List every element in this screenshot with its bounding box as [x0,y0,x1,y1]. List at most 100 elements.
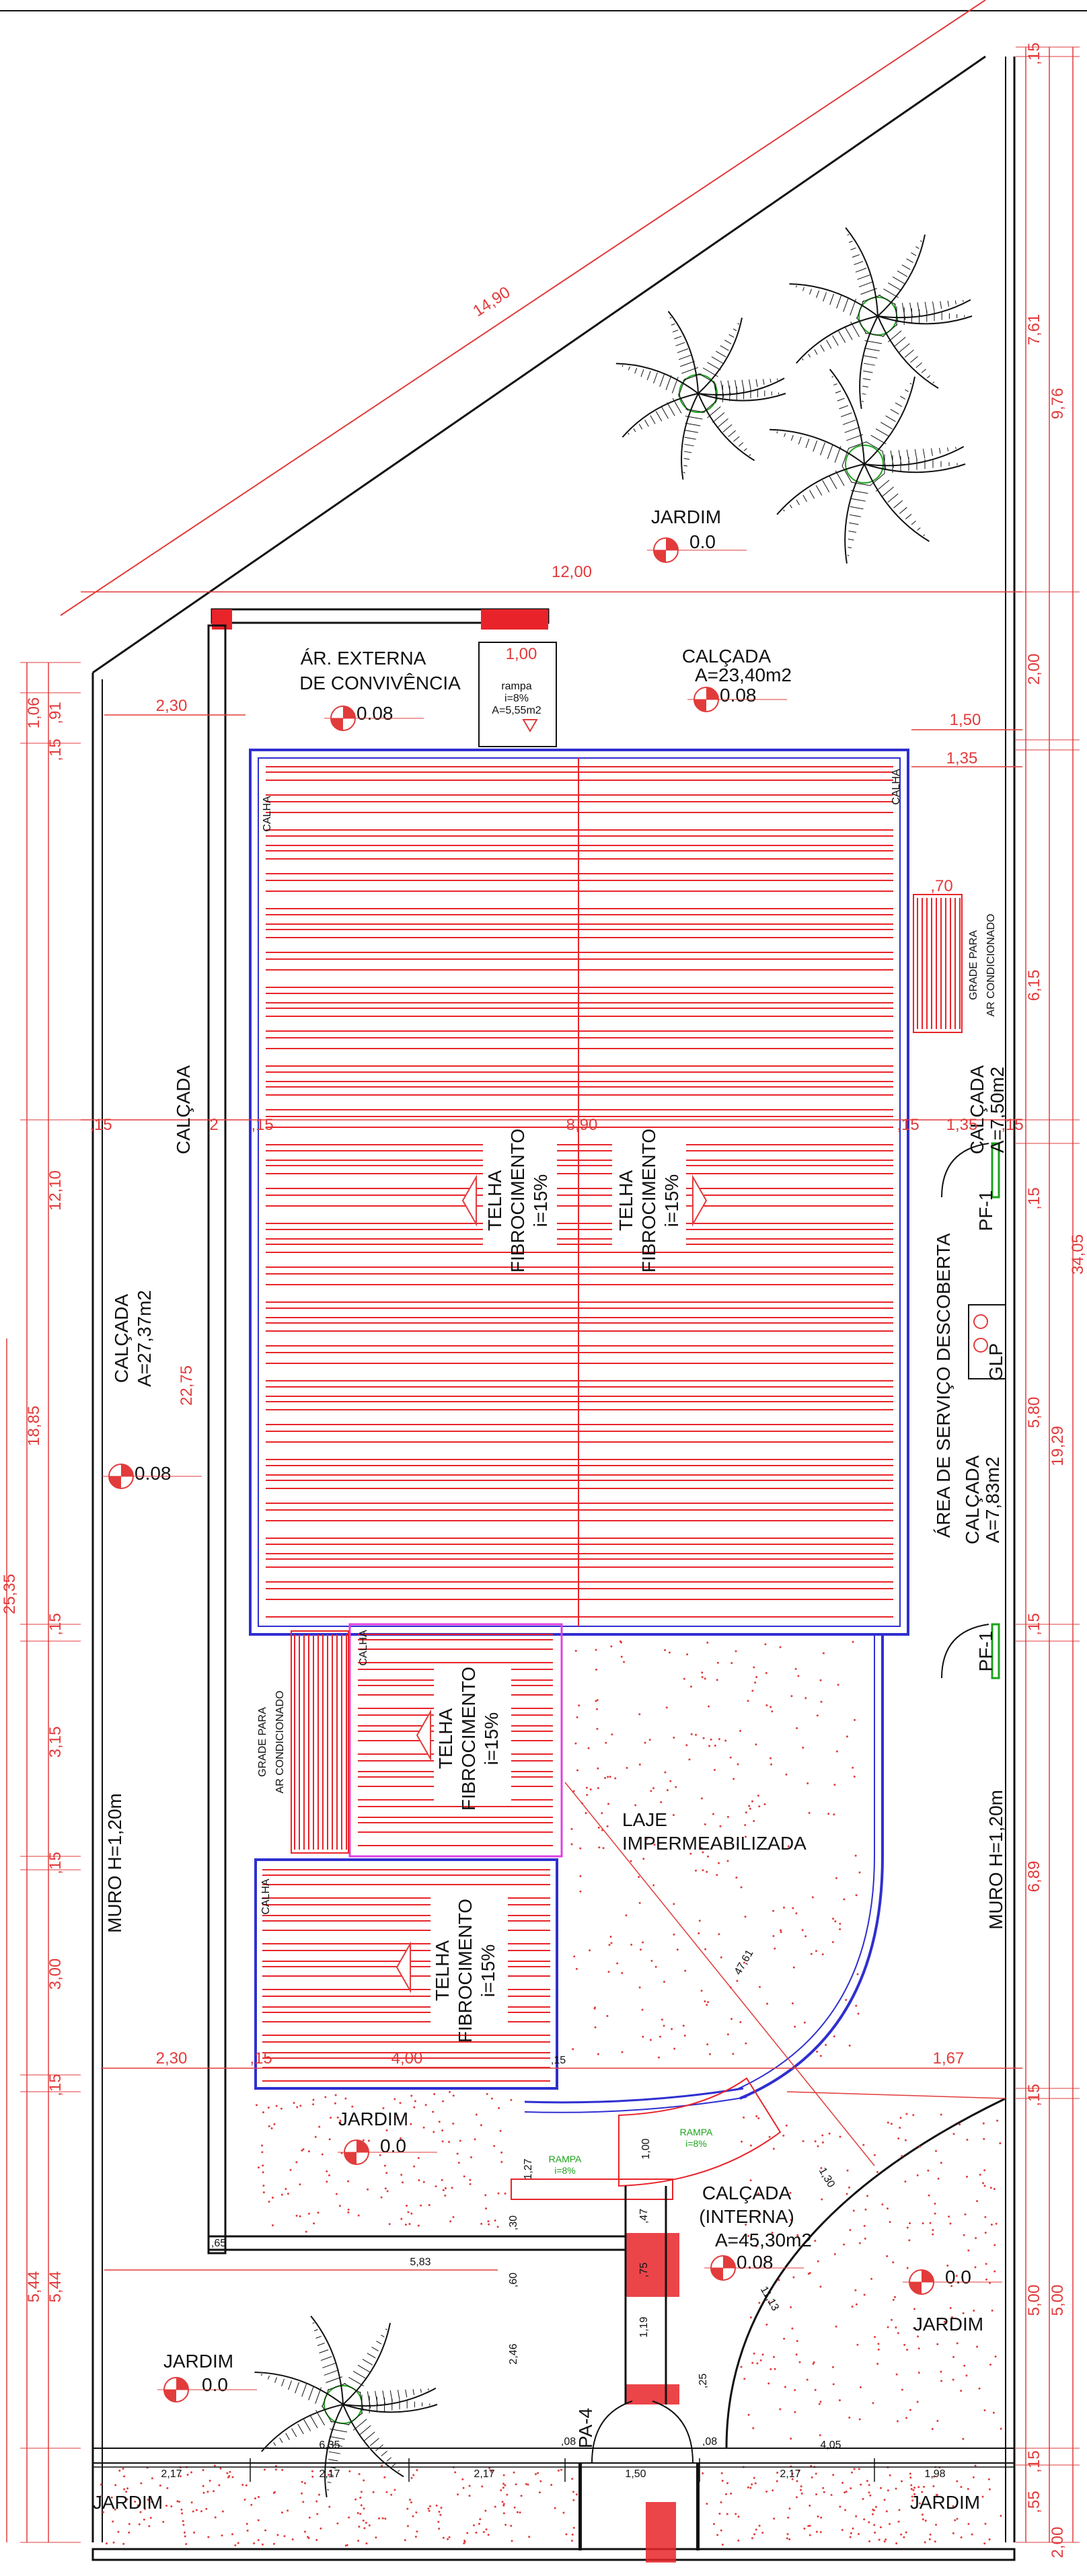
label-jardim-bottom-l: JARDIM [93,2492,163,2513]
dim-3-00: 3,00 [46,1959,65,1990]
label-slope-r: i=15% [661,1174,682,1227]
lower-roof [254,1858,558,2090]
label-rampa-r-slope: i=8% [685,2138,707,2149]
diagonal-dimension-line [60,0,986,616]
dim-ramp: 1,00 [506,645,537,663]
level-ar: 0.08 [357,703,393,724]
label-convivencia: DE CONVIVÊNCIA [299,673,461,693]
label-jardim-top: JARDIM [651,506,721,527]
dim-60: ,60 [508,2273,519,2287]
label-calha-tl: CALHA [262,796,273,832]
dim-2-17-d: 2,17 [780,2468,800,2480]
pillar [481,609,548,630]
dim-7-61: 7,61 [1025,314,1043,346]
dim-11-13: 11,13 [758,2285,781,2313]
dim-19-29: 19,29 [1049,1426,1067,1466]
level-marker-icon [102,1464,202,1489]
dim-12-00: 12,00 [552,563,592,581]
level-marker-icon [903,2269,1002,2295]
bottom-front-wall [92,2448,1015,2464]
mid-roof [348,1623,563,1858]
dim-22-75: 22,75 [178,1365,196,1406]
label-slope-m: i=15% [481,1712,502,1766]
level-marker-icon [687,687,787,712]
palm-tree-icon [615,311,786,480]
grade-left [291,1630,349,1854]
dim-15-c: ,15 [897,1116,919,1134]
label-rampa-l: RAMPA [549,2154,582,2164]
level-marker-icon [338,2139,437,2165]
rampa-top-slope: i=8% [504,693,529,704]
dim-15-f: ,15 [551,2055,566,2066]
label-calcada-top-area: A=23,40m2 [695,665,792,685]
dim-15-a: ,15 [89,1116,112,1134]
dim-65: ,65 [211,2238,226,2249]
dim-2: 2 [209,1116,218,1134]
dim-14-90: 14,90 [470,283,513,320]
label-laje: LAJE [622,1809,667,1830]
dim-15-r-m: ,15 [1025,1187,1043,1209]
dim-1-50-b: 1,50 [625,2468,646,2480]
dim-15-l3: ,15 [46,1852,65,1874]
dim-1-98: 1,98 [924,2468,945,2480]
label-jardim-bottom-r: JARDIM [910,2492,980,2513]
label-pa4: PA-4 [575,2408,596,2448]
dim-15-r-o: ,15 [1025,2084,1043,2106]
level-left: 0.08 [135,1463,172,1484]
label-grade-r2: AR CONDICIONADO [985,914,997,1017]
label-calcada-int: CALÇADA [702,2183,792,2203]
label-telha-b: TELHA [432,1940,453,2002]
label-calcada-r2-area: A=7,83m2 [982,1457,1003,1543]
ramp-top [478,642,557,747]
dim-47: ,47 [638,2209,650,2224]
label-grade-l2: AR CONDICIONADO [274,1691,286,1794]
dim-34-05: 34,05 [1069,1234,1087,1275]
label-calcada-top: CALÇADA [682,646,772,667]
palm-tree-icon [770,369,966,564]
dim-15-r-top: ,15 [1025,42,1043,65]
label-calcada-left: CALÇADA [173,1065,194,1155]
label-calcada-int-2: (INTERNA) [699,2206,794,2227]
label-calcada-r-area: A=7,50m2 [987,1067,1008,1153]
dim-2-46: 2,46 [508,2343,519,2364]
palm-trees [254,227,973,2498]
top-diagonal-dim: 14,90 [470,283,513,320]
dim-08-b: ,08 [702,2436,717,2448]
level-jardim-bl: 0.0 [202,2374,228,2395]
label-grade-r1: GRADE PARA [968,930,979,1000]
dim-2-17-c: 2,17 [474,2468,494,2480]
dim-5-80: 5,80 [1025,1397,1043,1429]
gate-left [591,2400,633,2464]
dim-6-89: 6,89 [1025,1861,1043,1893]
dim-55: ,55 [1025,2491,1043,2513]
dim-5-44b: 5,44 [46,2271,65,2303]
dim-1-06: 1,06 [25,697,43,729]
dim-18-85: 18,85 [25,1406,43,1446]
level-marker-icon [647,537,747,563]
rampa-top-area: A=5,55m2 [492,705,541,716]
dim-2-17-a: 2,17 [161,2468,182,2480]
door-pf1-bottom [941,1624,989,1679]
label-calcada-r2: CALÇADA [962,1455,983,1545]
dim-1-30: 1,30 [817,2166,837,2190]
label-calha-b: CALHA [260,1879,272,1915]
label-calcada-left-big: CALÇADA [111,1294,132,1384]
dim-91: ,91 [46,702,65,724]
dim-15-r-n: ,15 [1025,1613,1043,1635]
dim-08-a: ,08 [561,2436,576,2448]
label-calcada-int-area: A=45,30m2 [715,2230,812,2250]
dim-1-00: 1,00 [640,2138,652,2159]
dim-1-19: 1,19 [638,2316,650,2337]
property-diagonal [92,55,986,674]
dim-1-50: 1,50 [950,711,981,729]
label-fibro-b: FIBROCIMENTO [455,1899,476,2043]
grade-right [913,894,963,1033]
label-slope-l: i=15% [530,1174,551,1227]
dim-15-e: ,15 [250,2049,272,2068]
label-telha-r: TELHA [615,1170,636,1232]
dim-2-00: 2,00 [1025,654,1043,685]
label-rampa-l-slope: i=8% [554,2165,576,2176]
bottom-street-wall [91,2548,1016,2561]
label-fibro-r: FIBROCIMENTO [638,1129,659,1273]
